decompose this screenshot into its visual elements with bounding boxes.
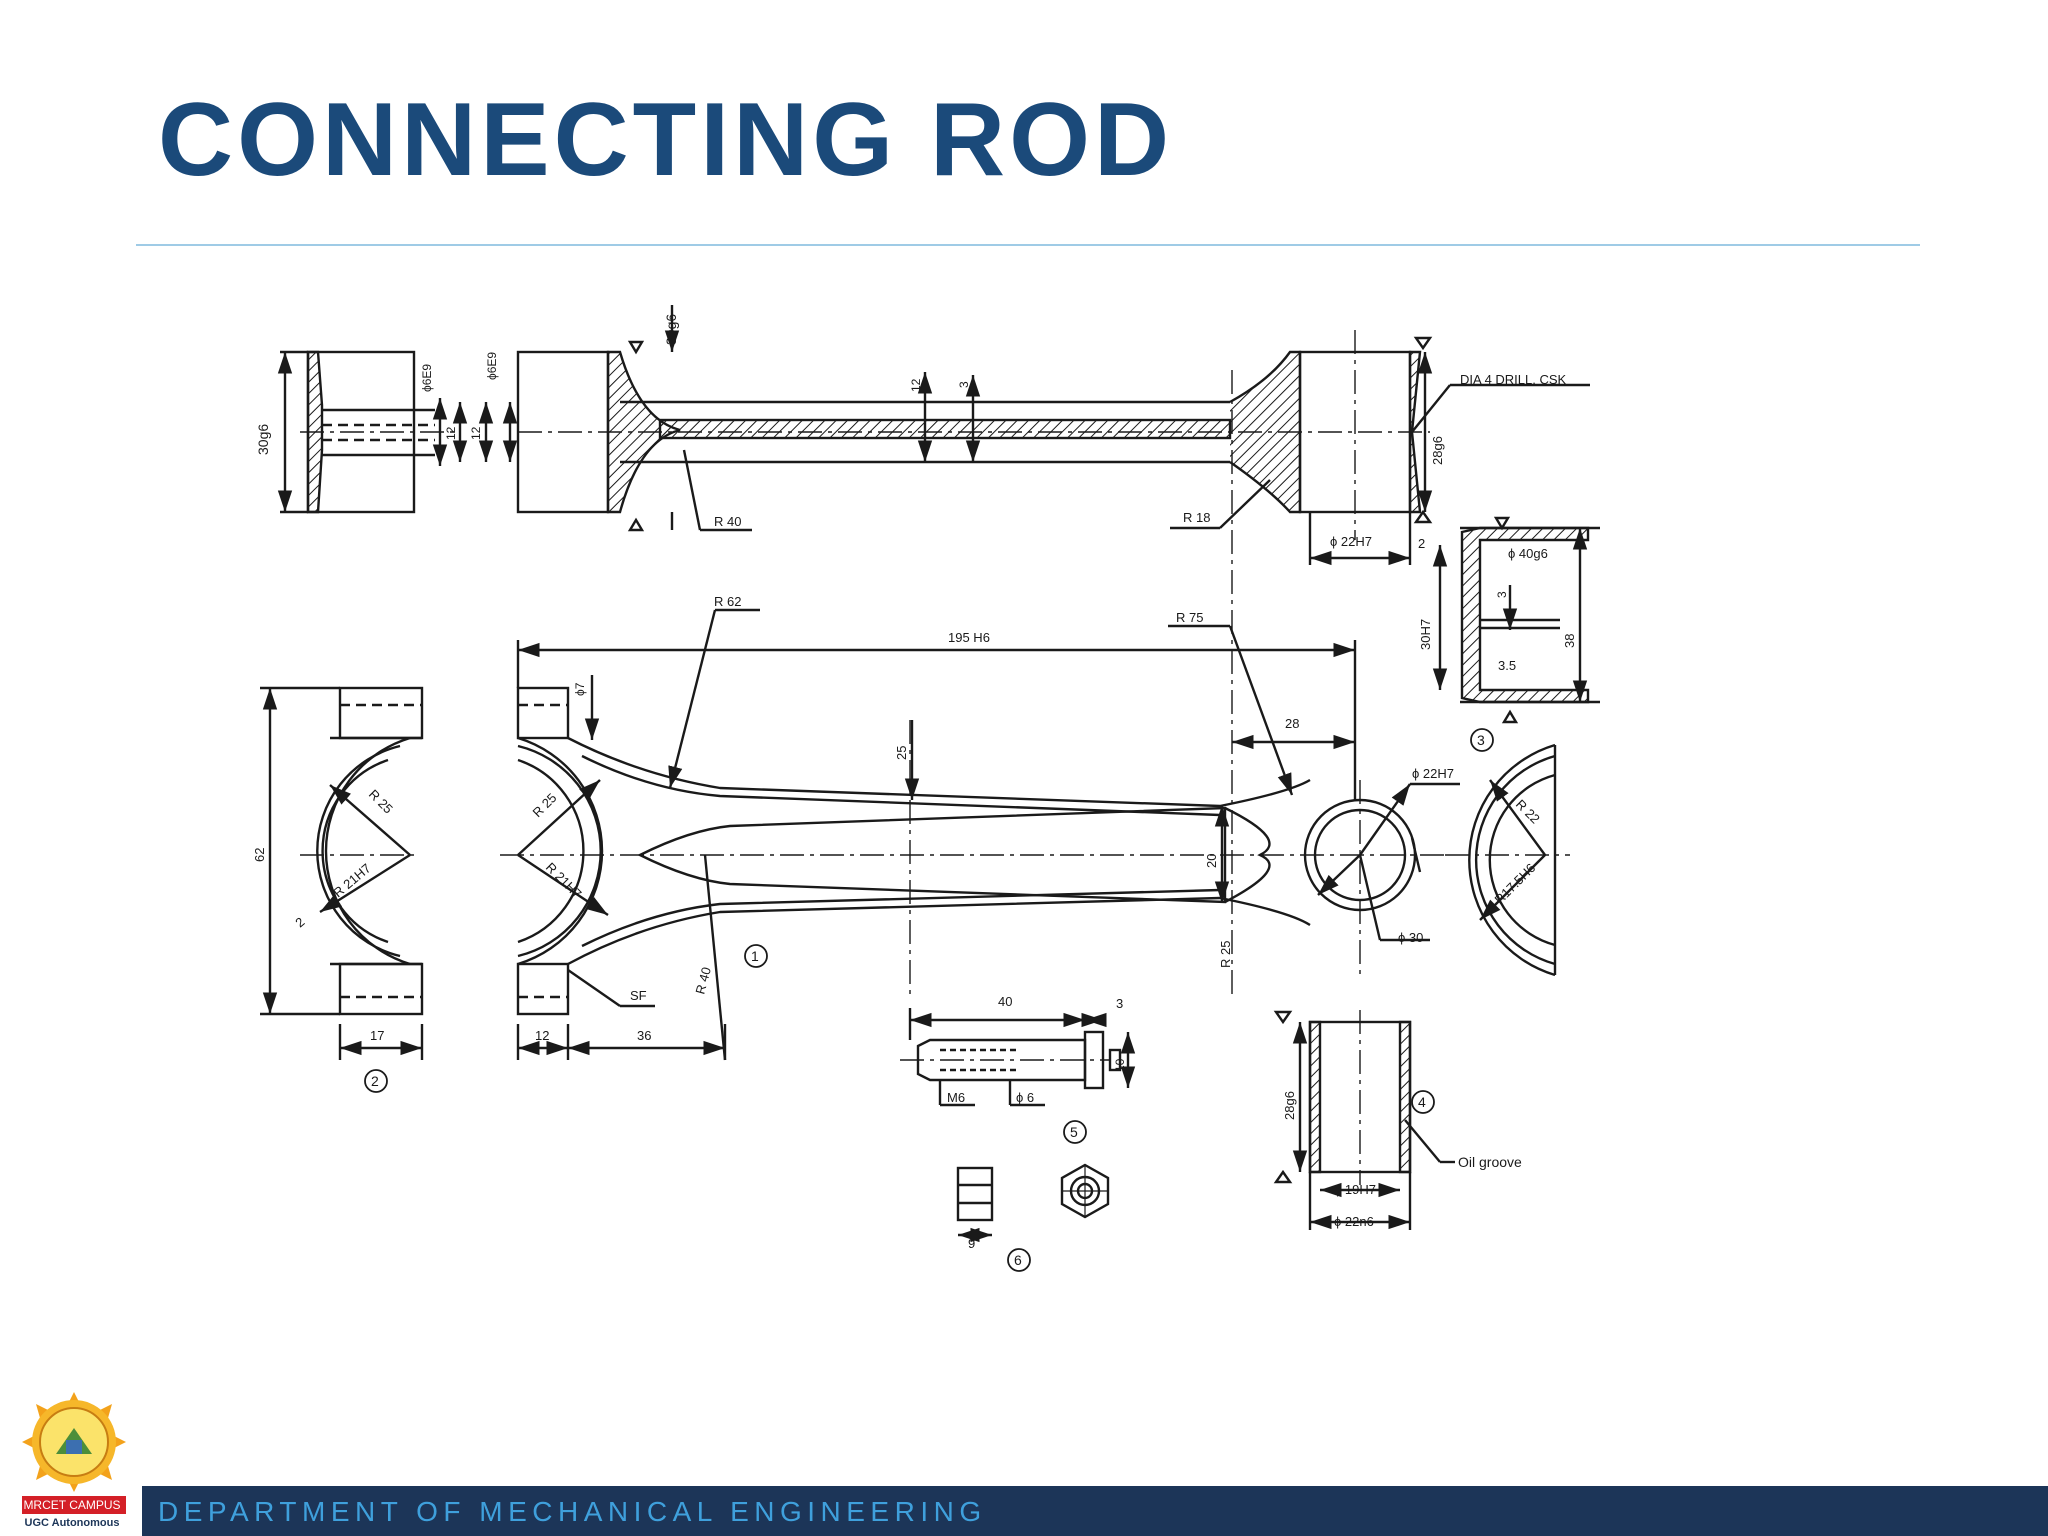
dim-label: ϕ 19H7 [1334,1182,1376,1197]
dim-label: 40 [998,994,1012,1009]
part-number-2: 2 [371,1073,379,1089]
slide-title: CONNECTING ROD [158,82,1174,198]
dim-label: 12 [535,1028,549,1043]
dim-label: ϕ 40g6 [1508,546,1548,561]
dim-label: R 40 [692,965,714,995]
dim-label: ϕ 22n6 [1334,1214,1374,1229]
dim-label: 10 [1113,1058,1127,1072]
dim-label: ϕ7 [573,682,587,696]
dim-label: 3 [1495,591,1509,598]
dim-label: 28 [1285,716,1299,731]
dim-label: ϕ 30 [1398,930,1423,945]
bush-view [1273,1010,1455,1230]
logo-campus-label: MRCET CAMPUS [23,1498,121,1512]
footer-department: DEPARTMENT OF MECHANICAL ENGINEERING [158,1496,987,1527]
part-number-3: 3 [1477,732,1485,748]
dim-label: R 62 [714,594,741,609]
dim-label: 28g6 [1430,436,1445,465]
dim-label: R 22 [1513,797,1543,827]
dim-label: 30g6 [255,424,271,455]
dim-label: 62 [252,848,267,862]
dim-label: R 40 [714,514,741,529]
dim-label: ϕ 22H7 [1330,534,1372,549]
part-number-5: 5 [1070,1124,1078,1140]
dim-label: 195 H6 [948,630,990,645]
dim-label: 17 [370,1028,384,1043]
logo-status-label: UGC Autonomous [24,1517,120,1529]
dim-label: 20 [1204,854,1219,868]
dim-label: R 25 [366,787,396,817]
dim-label: R17.5H6 [1492,860,1539,907]
dim-label: 2 [292,914,307,930]
dim-label: 2 [1418,536,1425,551]
title-divider [136,244,1920,246]
dim-label: M6 [947,1090,965,1105]
nut-views [956,1163,1110,1243]
college-emblem-icon [22,1392,126,1532]
rod-top-view [478,305,1590,1000]
dim-label: 3.5 [1498,658,1516,673]
dim-label: R 18 [1183,510,1210,525]
dim-label: 12 [444,426,458,440]
dim-label: R 75 [1176,610,1203,625]
dim-label: 28g6 [1282,1091,1297,1120]
dim-label: ϕ6E9 [420,364,434,392]
part-number-4: 4 [1418,1094,1426,1110]
dim-label: 38 [1562,634,1577,648]
dim-label: 30g6 [663,314,679,345]
bearing-shell-view [1432,516,1600,724]
dim-label: ϕ 6 [1016,1090,1034,1105]
dim-label: R 25 [530,790,560,820]
dim-label: R 21H7 [330,860,373,900]
dim-label: 12 [469,426,483,440]
dim-label: SF [630,988,647,1003]
small-end-view [1445,743,1570,977]
dim-label: 3 [1116,996,1123,1011]
bolt-view [900,1008,1136,1107]
dim-label: Oil groove [1458,1154,1522,1170]
dim-label: 25 [894,746,909,760]
cap-front-view [260,686,424,1060]
part-number-1: 1 [751,948,759,964]
connecting-rod-drawing: 1 2 3 4 5 6 30g6 ϕ6E9 12 ϕ6E9 12 30g6 12… [252,305,1600,1272]
dim-label: 30H7 [1418,619,1433,650]
dim-label: DIA 4 DRILL, CSK [1460,372,1567,387]
dim-label: 12 [909,378,923,392]
footer-bar [142,1486,2048,1536]
cap-side-view [277,350,468,514]
dim-label: ϕ6E9 [485,352,499,380]
dim-label: ϕ 22H7 [1412,766,1454,781]
dim-label: R 25 [1218,941,1233,968]
rod-front-view [500,608,1460,1061]
part-number-6: 6 [1014,1252,1022,1268]
dim-label: 36 [637,1028,651,1043]
dim-label: 9 [968,1236,975,1251]
dim-label: 3 [957,381,971,388]
